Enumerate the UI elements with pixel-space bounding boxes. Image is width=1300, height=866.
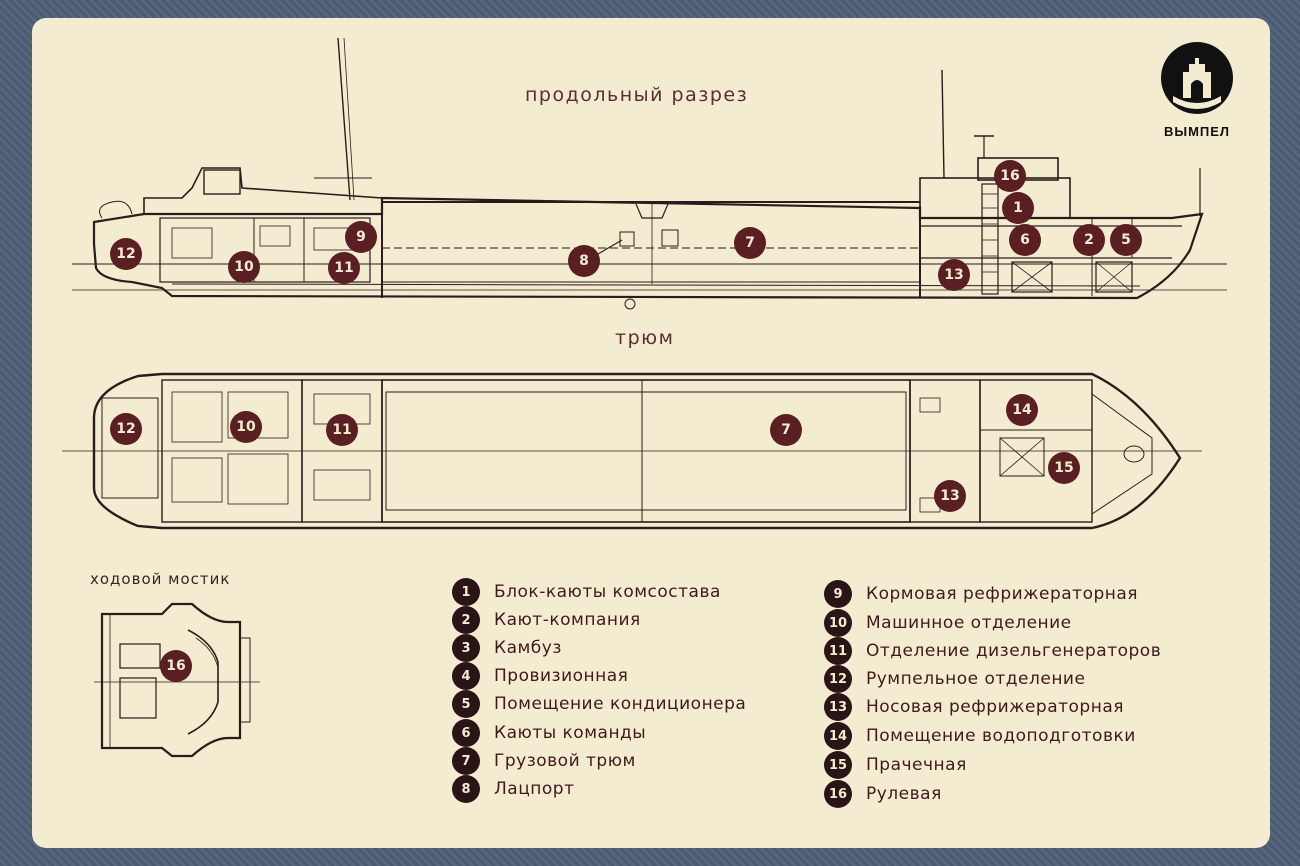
section-marker-12: 12 [110,238,142,270]
legend-item-9: 9 Кормовая рефрижераторная [824,580,1138,608]
hold-title: трюм [615,327,675,349]
legend-label: Румпельное отделение [866,669,1086,689]
legend-num: 8 [452,775,480,803]
section-marker-16: 16 [994,160,1026,192]
section-marker-9: 9 [345,221,377,253]
legend-item-11: 11 Отделение дизельгенераторов [824,637,1161,665]
legend-item-12: 12 Румпельное отделение [824,665,1085,693]
legend-item-2: 2 Кают-компания [452,606,641,634]
legend-num: 16 [824,780,852,808]
legend-num: 3 [452,634,480,662]
section-title: продольный разрез [525,84,749,106]
legend-label: Блок-каюты комсостава [494,582,721,602]
bridge-marker-16: 16 [160,650,192,682]
legend-label: Помещение водоподготовки [866,726,1136,746]
legend-item-8: 8 Лацпорт [452,775,574,803]
plan-marker-7: 7 [770,414,802,446]
legend-label: Рулевая [866,784,942,804]
plan-marker-15: 15 [1048,452,1080,484]
legend-item-10: 10 Машинное отделение [824,609,1072,637]
legend-item-14: 14 Помещение водоподготовки [824,722,1136,750]
plan-marker-13: 13 [934,480,966,512]
longitudinal-section [72,37,1227,310]
legend-item-15: 15 Прачечная [824,751,967,779]
legend-label: Кормовая рефрижераторная [866,584,1139,604]
legend-item-5: 5 Помещение кондиционера [452,690,746,718]
section-marker-8: 8 [568,245,600,277]
legend-label: Каюты команды [494,723,647,743]
legend-num: 12 [824,665,852,693]
bridge-plan [94,602,260,758]
section-marker-7: 7 [734,227,766,259]
section-marker-13: 13 [938,259,970,291]
plan-marker-11: 11 [326,414,358,446]
legend-num: 5 [452,690,480,718]
logo-text: ВЫМПЕЛ [1163,124,1231,139]
vympel-emblem-icon [1161,42,1233,114]
legend-num: 6 [452,719,480,747]
legend-num: 10 [824,609,852,637]
section-marker-11: 11 [328,252,360,284]
legend-num: 13 [824,693,852,721]
legend-label: Провизионная [494,666,629,686]
legend-label: Носовая рефрижераторная [866,697,1124,717]
legend-num: 14 [824,722,852,750]
section-marker-5: 5 [1110,224,1142,256]
legend-item-16: 16 Рулевая [824,780,942,808]
section-marker-2: 2 [1073,224,1105,256]
legend-label: Помещение кондиционера [494,694,747,714]
legend-label: Отделение дизельгенераторов [866,641,1162,661]
legend-label: Камбуз [494,638,562,658]
legend-item-3: 3 Камбуз [452,634,562,662]
legend-num: 15 [824,751,852,779]
section-marker-10: 10 [228,251,260,283]
hold-plan [62,372,1202,530]
legend-num: 7 [452,747,480,775]
legend-item-13: 13 Носовая рефрижераторная [824,693,1124,721]
legend-num: 9 [824,580,852,608]
plan-marker-12: 12 [110,413,142,445]
leader-line-8 [597,239,623,255]
legend-item-6: 6 Каюты команды [452,719,646,747]
legend-item-7: 7 Грузовой трюм [452,747,636,775]
legend-label: Грузовой трюм [494,751,636,771]
legend-label: Лацпорт [494,779,575,799]
plan-marker-14: 14 [1006,394,1038,426]
legend-num: 11 [824,637,852,665]
drawing-sheet: продольный разрез трюм ходовой мостик ВЫ… [32,18,1270,848]
section-marker-1: 1 [1002,192,1034,224]
legend-label: Кают-компания [494,610,641,630]
legend-num: 1 [452,578,480,606]
legend-label: Машинное отделение [866,613,1072,633]
legend-label: Прачечная [866,755,967,775]
legend-num: 4 [452,662,480,690]
vympel-logo: ВЫМПЕЛ [1152,40,1242,139]
legend-item-4: 4 Провизионная [452,662,628,690]
plan-marker-10: 10 [230,411,262,443]
section-marker-6: 6 [1009,224,1041,256]
legend-item-1: 1 Блок-каюты комсостава [452,578,721,606]
ship-drawings [62,37,1227,758]
legend-num: 2 [452,606,480,634]
bridge-title: ходовой мостик [90,570,231,588]
